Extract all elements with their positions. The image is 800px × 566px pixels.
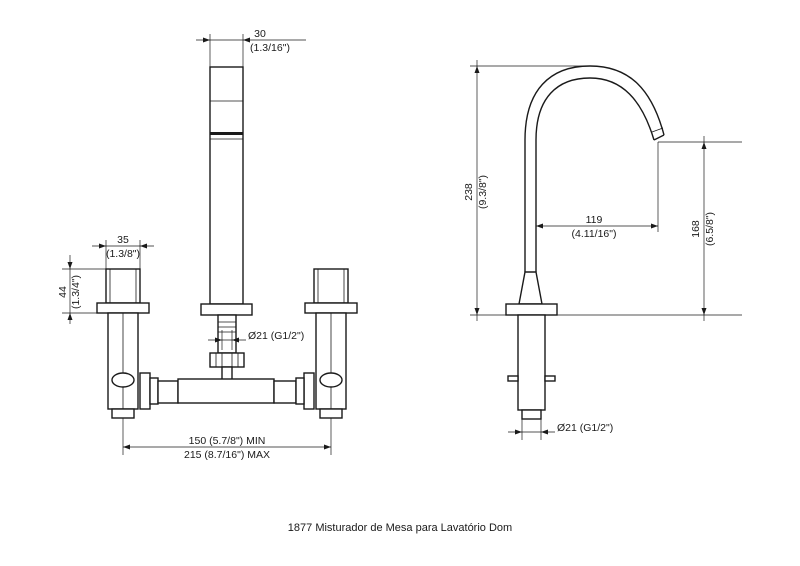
dim-spread-min: 150 (5.7/8") MIN <box>189 435 266 447</box>
drawing-caption: 1877 Misturador de Mesa para Lavatório D… <box>287 522 513 534</box>
dim-total-height-in: (9.3/8") <box>477 175 489 209</box>
dim-total-height-mm: 238 <box>463 183 475 201</box>
front-view: 30 (1.3/16") 35 (1.3/8") 44 (1.3/4") <box>57 28 358 461</box>
dim-front-connection-label: Ø21 (G1/2") <box>248 330 304 342</box>
dim-outlet-height-mm: 168 <box>690 220 702 238</box>
dim-spout-width-mm: 30 <box>254 28 266 40</box>
side-spout <box>505 65 665 420</box>
dim-side-connection <box>508 419 555 440</box>
dim-spout-width <box>196 34 306 67</box>
side-view: 238 (9.3/8") 119 (4.11/16") 168 (6.5/8") <box>463 60 742 440</box>
dim-handle-height-in: (1.3/4") <box>70 275 82 309</box>
dim-total-height <box>470 60 590 321</box>
dim-handle-width-mm: 35 <box>117 234 129 246</box>
dim-side-connection-label: Ø21 (G1/2") <box>557 422 613 434</box>
dim-spout-width-in: (1.3/16") <box>250 42 290 54</box>
dim-handle-width-in: (1.3/8") <box>106 248 140 260</box>
front-spout <box>200 66 253 381</box>
dim-reach <box>536 142 659 232</box>
dim-handle-width <box>92 240 154 269</box>
dim-reach-mm: 119 <box>586 214 603 226</box>
dim-spread-max: 215 (8.7/16") MAX <box>184 449 270 461</box>
front-connector-pipe <box>157 378 297 404</box>
dim-handle-height-mm: 44 <box>57 286 69 298</box>
front-left-valve <box>96 268 159 419</box>
dim-spread <box>122 418 332 455</box>
dim-reach-in: (4.11/16") <box>572 228 617 240</box>
dim-outlet-height <box>557 136 742 321</box>
dim-outlet-height-in: (6.5/8") <box>704 212 716 246</box>
dim-front-connection <box>208 330 246 350</box>
dim-handle-height <box>62 255 106 324</box>
front-right-valve <box>295 268 358 419</box>
